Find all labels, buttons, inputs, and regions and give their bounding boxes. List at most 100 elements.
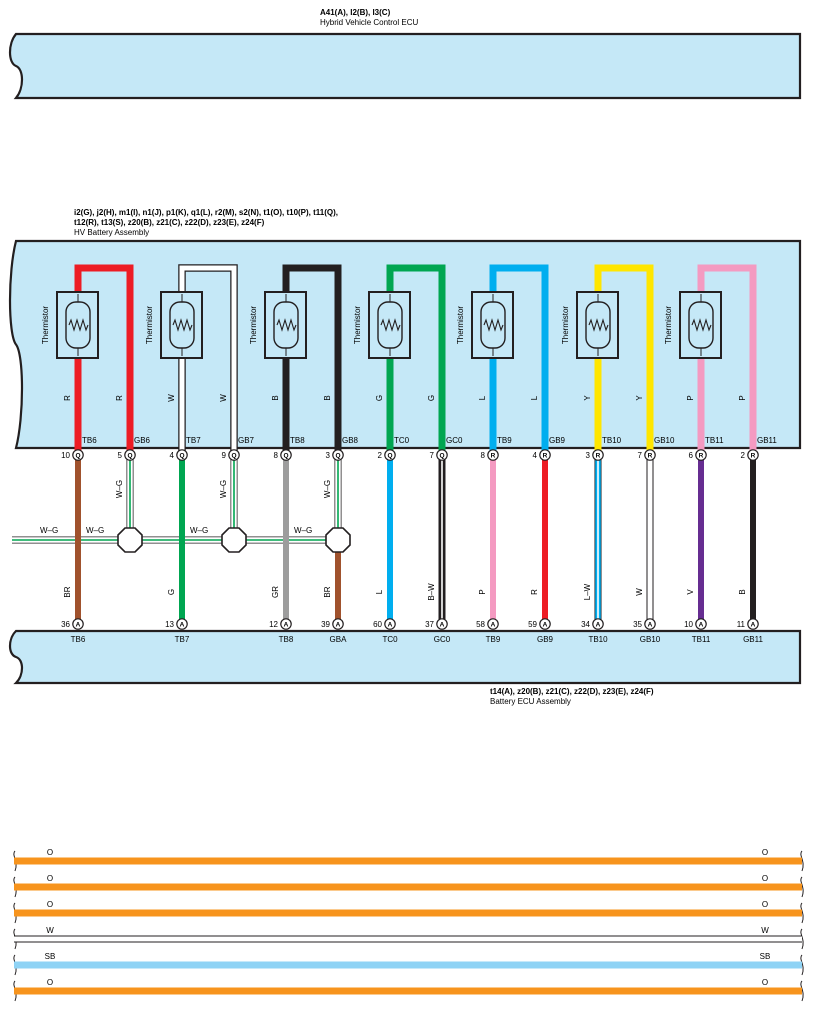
battery-ecu-pin-2 xyxy=(176,618,188,630)
thermistor-4-wire-left-color: G xyxy=(375,395,384,401)
battery-ecu-pin-label-4: GBA xyxy=(330,635,348,644)
pin-top-num-14: 2 xyxy=(741,451,746,460)
hv-ecu-name: Hybrid Vehicle Control ECU xyxy=(320,18,418,27)
thermistor-2-wire xyxy=(179,265,237,455)
thermistor-5-wire xyxy=(489,264,549,455)
battery-ecu-pin-11-letter: A xyxy=(699,621,704,628)
battery-ecu-pin-label-9: TB10 xyxy=(588,635,608,644)
pin-top-3 xyxy=(176,449,188,461)
battery-ecu-body xyxy=(8,629,802,685)
pin-top-num-13: 6 xyxy=(689,451,694,460)
wg-vertical-label-3: W–G xyxy=(323,480,332,498)
battery-ecu-pin-10-letter: A xyxy=(648,621,653,628)
thermistor-1-wire xyxy=(74,264,134,455)
battery-ecu-name: Battery ECU Assembly xyxy=(490,697,571,706)
bottom-line-4-label-right: W xyxy=(761,926,769,935)
pin-top-12 xyxy=(644,449,656,461)
battery-ecu-pin-4 xyxy=(332,618,344,630)
thermistor-7-wire-right-color: P xyxy=(738,395,747,400)
battery-ecu-pin-9 xyxy=(592,618,604,630)
pin-top-num-5: 8 xyxy=(274,451,279,460)
battery-ecu-pin-12 xyxy=(747,618,759,630)
thermistor-5-wire-left-color: L xyxy=(478,395,487,400)
battery-ecu-pin-num-8: 59 xyxy=(528,620,537,629)
pin-top-6-letter: Q xyxy=(335,452,340,459)
thermistor-1-terminal-right: GB6 xyxy=(134,436,151,445)
battery-ecu-pin-num-9: 34 xyxy=(581,620,590,629)
pin-top-num-6: 3 xyxy=(326,451,331,460)
bottom-line-6-label-right: O xyxy=(762,978,768,987)
battery-ecu-pin-2-letter: A xyxy=(180,621,185,628)
bottom-line-2-label-left: O xyxy=(47,874,53,883)
battery-ecu-pin-label-5: TC0 xyxy=(382,635,398,644)
harness-wire-label-6: BR xyxy=(323,586,332,597)
thermistor-6-wire xyxy=(594,264,654,455)
thermistor-5-label: Thermistor xyxy=(456,306,465,345)
pin-top-4 xyxy=(228,449,240,461)
thermistor-1-wire-right-color: R xyxy=(115,395,124,401)
thermistor-6-terminal-right: GB10 xyxy=(654,436,675,445)
harness-wire-label-3: G xyxy=(167,589,176,595)
thermistor-2-resistor-icon xyxy=(172,318,193,332)
battery-ecu-pin-label-11: TB11 xyxy=(692,635,711,644)
harness-wire-label-8: B–W xyxy=(427,583,436,601)
battery-ecu-pin-label-3: TB8 xyxy=(279,635,294,644)
bottom-line-3-label-left: O xyxy=(47,900,53,909)
battery-ecu-pin-6 xyxy=(436,618,448,630)
battery-ecu-pin-num-2: 13 xyxy=(165,620,174,629)
hv-ecu-connectors: A41(A), I2(B), I3(C) xyxy=(320,8,391,17)
pin-top-13 xyxy=(695,449,707,461)
pin-top-4-letter: Q xyxy=(231,452,236,459)
bottom-line-1-label-left: O xyxy=(47,848,53,857)
pin-top-10-letter: R xyxy=(543,452,548,459)
thermistor-5-terminal-right: GB9 xyxy=(549,436,566,445)
harness-wire-label-12: W xyxy=(635,588,644,596)
battery-ecu-pin-6-letter: A xyxy=(440,621,445,628)
battery-ecu-pin-label-6: GC0 xyxy=(434,635,451,644)
thermistor-6-terminal-left: TB10 xyxy=(602,436,622,445)
battery-ecu-pin-num-10: 35 xyxy=(633,620,642,629)
pin-top-num-2: 5 xyxy=(118,451,123,460)
bottom-line-1-label-right: O xyxy=(762,848,768,857)
thermistor-3-terminal-left: TB8 xyxy=(290,436,305,445)
battery-ecu-pin-5-letter: A xyxy=(388,621,393,628)
thermistor-3-wire xyxy=(282,264,342,455)
thermistor-6-wire-left-color: Y xyxy=(583,395,592,401)
thermistor-5-resistor-icon xyxy=(483,318,504,332)
pin-top-num-10: 4 xyxy=(533,451,538,460)
harness-wire-label-14: B xyxy=(738,589,747,594)
battery-ecu-pin-label-7: TB9 xyxy=(486,635,501,644)
bottom-line-4-label-left: W xyxy=(46,926,54,935)
thermistor-2-label: Thermistor xyxy=(145,306,154,345)
thermistor-7-wire-left-color: P xyxy=(686,395,695,400)
junction-3 xyxy=(325,527,351,553)
pin-top-14 xyxy=(747,449,759,461)
pin-top-2-letter: Q xyxy=(127,452,132,459)
pin-top-num-9: 8 xyxy=(481,451,486,460)
wg-bus-label-4: W–G xyxy=(294,526,312,535)
battery-ecu-pin-num-4: 39 xyxy=(321,620,330,629)
battery-ecu-pin-8 xyxy=(539,618,551,630)
pin-top-10 xyxy=(539,449,551,461)
battery-ecu-pin-label-10: GB10 xyxy=(640,635,661,644)
bottom-line-2-label-right: O xyxy=(762,874,768,883)
wg-vertical-label-2: W–G xyxy=(219,480,228,498)
thermistor-7-terminal-left: TB11 xyxy=(705,436,724,445)
junction-1 xyxy=(117,527,143,553)
pin-top-9 xyxy=(487,449,499,461)
pin-top-2 xyxy=(124,449,136,461)
hv-battery-name: HV Battery Assembly xyxy=(74,228,149,237)
pin-top-3-letter: Q xyxy=(179,452,184,459)
thermistor-2-wire-right-color: W xyxy=(219,394,228,402)
pin-top-8-letter: Q xyxy=(439,452,444,459)
battery-ecu-pin-10 xyxy=(644,618,656,630)
thermistor-1-terminal-left: TB6 xyxy=(82,436,97,445)
thermistor-2-terminal-right: GB7 xyxy=(238,436,255,445)
hv-battery-connectors-1: i2(G), j2(H), m1(I), n1(J), p1(K), q1(L)… xyxy=(74,208,338,217)
battery-ecu-pin-3 xyxy=(280,618,292,630)
thermistor-4-label: Thermistor xyxy=(353,306,362,345)
pin-top-7-letter: Q xyxy=(387,452,392,459)
pin-top-5-letter: Q xyxy=(283,452,288,459)
battery-ecu-pin-num-6: 37 xyxy=(425,620,434,629)
thermistor-1-label: Thermistor xyxy=(41,306,50,345)
